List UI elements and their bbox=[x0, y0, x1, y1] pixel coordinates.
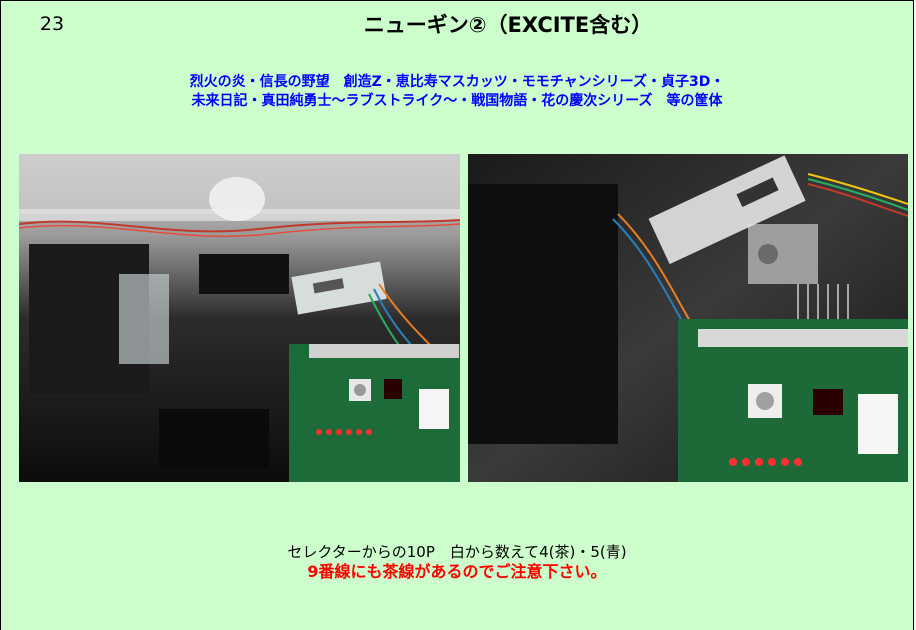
photo-left bbox=[19, 154, 460, 482]
note-cell: セレクターからの10P 白から数えて4(茶)・5(青) 9番線にも茶線があるので… bbox=[0, 493, 914, 630]
photos-cell bbox=[0, 147, 914, 494]
page-title: ニューギン②（EXCITE含む） bbox=[363, 13, 653, 37]
item-number: 23 bbox=[39, 13, 65, 35]
title-cell: ニューギン②（EXCITE含む） bbox=[103, 0, 914, 48]
warning-text: 9番線にも茶線があるのでご注意下さい。 bbox=[307, 561, 607, 581]
models-line-1: 烈火の炎・信長の野望 創造Z・恵比寿マスカッツ・モモチャンシリーズ・貞子3D・ bbox=[189, 74, 725, 90]
wiring-instruction: セレクターからの10P 白から数えて4(茶)・5(青) bbox=[287, 542, 627, 561]
photo-right bbox=[468, 154, 908, 482]
item-number-cell: 23 bbox=[0, 0, 104, 48]
models-line-2: 未来日記・真田純勇士～ラブストライク～・戦国物語・花の慶次シリーズ 等の筐体 bbox=[191, 93, 723, 109]
models-cell: 烈火の炎・信長の野望 創造Z・恵比寿マスカッツ・モモチャンシリーズ・貞子3D・ … bbox=[0, 47, 914, 148]
